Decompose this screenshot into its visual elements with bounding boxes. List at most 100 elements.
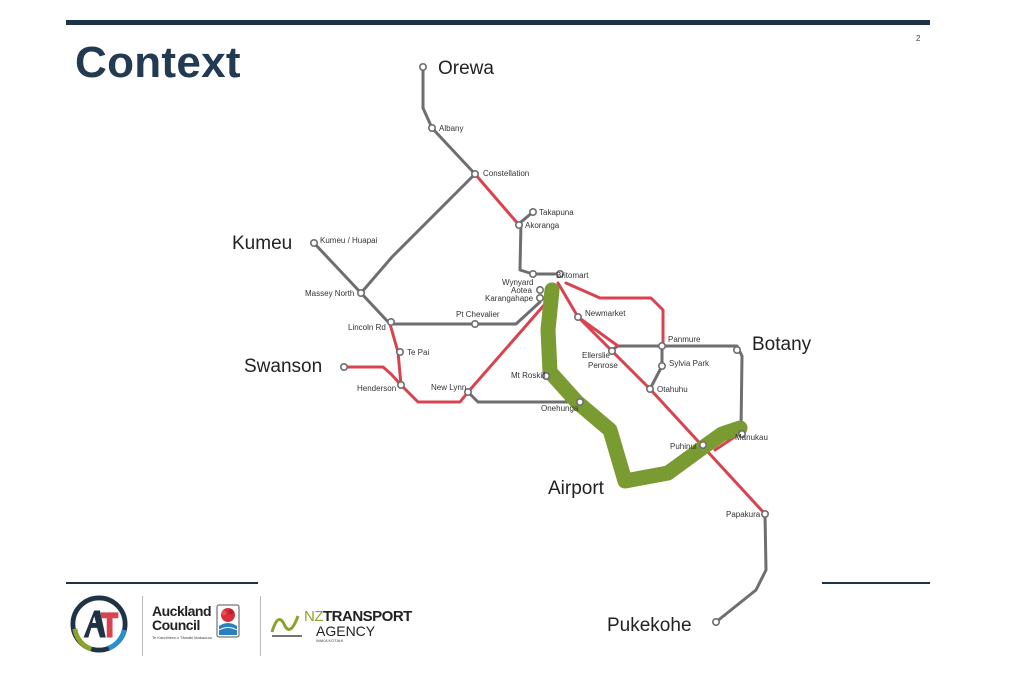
pukekohe-station [711, 617, 720, 626]
lincoln-rd-station [386, 317, 395, 326]
line-britomart-loop [564, 281, 665, 348]
akoranga-station [514, 221, 523, 230]
puhinui-station [698, 440, 707, 449]
aotea-station [535, 285, 544, 294]
label-otahuhu: Otahuhu [657, 385, 688, 394]
region-botany: Botany [752, 334, 812, 355]
label-te-pai: Te Pai [407, 348, 429, 357]
label-albany: Albany [439, 124, 463, 133]
label-new-lynn: New Lynn [431, 383, 466, 392]
sylvia-park-station [657, 361, 666, 370]
label-puhinui: Puhinui [670, 442, 697, 451]
region-labels: Orewa Kumeu Swanson Botany Airport Pukek… [232, 58, 812, 636]
pt-chevalier-station [470, 319, 479, 328]
nzta-sub: AGENCY [316, 623, 376, 639]
ellerslie-station [607, 346, 616, 355]
label-takapuna: Takapuna [539, 208, 574, 217]
top-rule [66, 20, 930, 25]
label-wynyard: Wynyard [502, 278, 534, 287]
takapuna-station [528, 208, 537, 217]
region-orewa: Orewa [438, 58, 494, 79]
line-papakura-pukekohe [714, 512, 768, 624]
region-pukekohe: Pukekohe [607, 615, 692, 636]
auckland-word: Auckland [152, 603, 212, 619]
label-manukau: Manukau [735, 433, 768, 442]
line-constellation-lincoln [359, 172, 477, 295]
nzta-prefix: NZ [304, 608, 324, 625]
new-lynn-station [463, 387, 472, 396]
auckland-council-logo: Auckland Council Te Kaunihera o Tāmaki M… [152, 602, 252, 648]
label-pt-chevalier: Pt Chevalier [456, 310, 500, 319]
panmure-station [657, 341, 666, 350]
nzta-main: TRANSPORT [323, 608, 412, 625]
nzta-tagline: WAKA KOTAHI [316, 638, 344, 643]
label-massey-north: Massey North [305, 289, 354, 298]
swanson-station [339, 362, 348, 371]
karangahape-station [535, 293, 544, 302]
newmarket-station [573, 312, 582, 321]
line-newlynn-karangahape [466, 294, 554, 394]
wynyard-station [528, 269, 537, 278]
region-kumeu: Kumeu [232, 233, 292, 254]
label-papakura: Papakura [726, 510, 761, 519]
label-ellerslie: Ellerslie [582, 351, 611, 360]
britomart-station [555, 269, 564, 278]
footer-logos: Auckland Council Te Kaunihera o Tāmaki M… [64, 588, 414, 662]
grey-lines [312, 65, 768, 624]
red-lines [342, 172, 767, 516]
logo-divider-2 [260, 596, 261, 656]
page-number: 2 [916, 34, 921, 43]
label-constellation: Constellation [483, 169, 529, 178]
station-dots [309, 62, 769, 626]
line-lincoln-karangahape [388, 300, 542, 326]
label-akoranga: Akoranga [525, 221, 560, 230]
papakura-station [760, 509, 769, 518]
pohutukawa-crest-icon [216, 604, 240, 638]
label-panmure: Panmure [668, 335, 701, 344]
nzta-wordmark: NZTRANSPORT [304, 608, 412, 625]
line-newlynn-onehunga [466, 390, 582, 404]
auckland-transport-logo [70, 595, 128, 653]
albany-station [427, 124, 436, 133]
orewa-station [418, 62, 427, 71]
constellation-station [470, 170, 479, 179]
te-pai-station [395, 347, 404, 356]
label-karangahape: Karangahape [485, 294, 534, 303]
manukau-station [737, 429, 746, 438]
council-word: Council [152, 617, 200, 633]
massey-north-station [356, 288, 365, 297]
airport-route [540, 282, 748, 489]
region-swanson: Swanson [244, 356, 322, 377]
logo-divider-1 [142, 596, 143, 656]
label-mt-roskill: Mt Roskill [511, 371, 546, 380]
label-kumeu-huapai: Kumeu / Huapai [320, 236, 378, 245]
label-aotea: Aotea [511, 286, 532, 295]
station-labels: Albany Constellation Takapuna Akoranga K… [305, 124, 768, 519]
label-britomart: Britomart [556, 271, 589, 280]
slide-title: Context [75, 38, 241, 87]
bottom-rule-right [822, 582, 930, 584]
label-henderson: Henderson [357, 384, 396, 393]
line-orewa-constellation [421, 65, 477, 176]
line-kumeu-lincoln [312, 241, 392, 326]
bottom-rule-left [66, 582, 258, 584]
mt-roskill-station [541, 371, 550, 380]
onehunga-station [575, 397, 584, 406]
otahuhu-station [645, 384, 654, 393]
auckland-council-wordmark: Auckland Council [152, 603, 212, 633]
label-newmarket: Newmarket [585, 309, 626, 318]
nzta-wave-icon [270, 615, 302, 637]
line-constellation-akoranga [473, 172, 521, 227]
label-sylvia-park: Sylvia Park [669, 359, 710, 368]
label-penrose: Penrose [588, 361, 618, 370]
nz-transport-agency-logo: NZTRANSPORT AGENCY WAKA KOTAHI [270, 608, 420, 648]
label-lincoln-rd: Lincoln Rd [348, 323, 386, 332]
region-airport: Airport [548, 478, 605, 499]
line-akoranga-britomart [518, 210, 557, 276]
henderson-station [396, 380, 405, 389]
auckland-council-tagline: Te Kaunihera o Tāmaki Makaurau [152, 635, 212, 640]
kumeu-station [309, 239, 318, 248]
botany-station [732, 345, 741, 354]
label-onehunga: Onehunga [541, 404, 579, 413]
